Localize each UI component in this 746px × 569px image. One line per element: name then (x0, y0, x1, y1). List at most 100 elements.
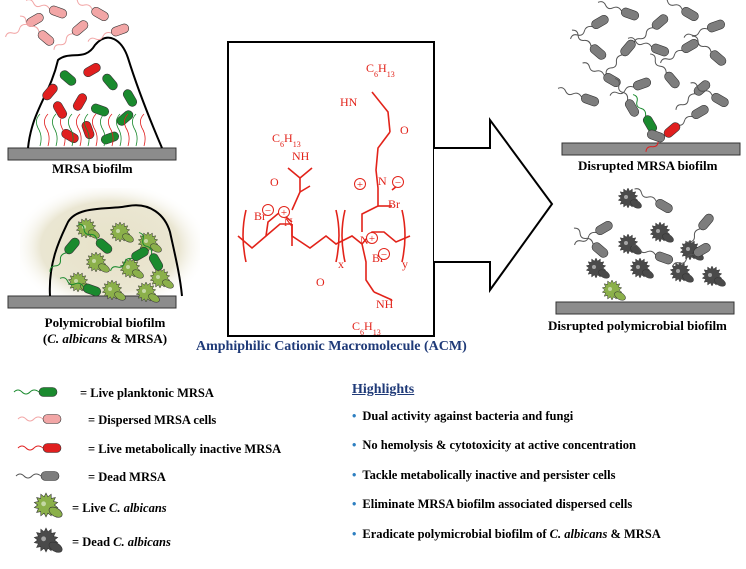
live-mrsa-legend-icon (13, 387, 58, 397)
biofilm-matrix-fiber (60, 113, 66, 147)
dead-mrsa-cell (557, 87, 600, 107)
dead-mrsa-cell (571, 29, 607, 60)
polymicrobial-biofilm-label: Polymicrobial biofilm (C. albicans & MRS… (30, 315, 180, 347)
inactive-mrsa-legend-icon (17, 443, 62, 453)
oxygen-label: O (316, 275, 325, 289)
oxygen-label: O (400, 123, 409, 137)
dead-mrsa-cell (691, 35, 727, 66)
mrsa-biofilm-label: MRSA biofilm (52, 161, 133, 176)
svg-text:+: + (281, 207, 287, 219)
dead-mrsa-cell (627, 37, 670, 57)
legend-dispersed: = Dispersed MRSA cells (88, 413, 217, 427)
biofilm-matrix-fiber (68, 113, 74, 147)
live-mrsa-cell (77, 223, 113, 254)
legend-live-candida: = Live C. albicans (72, 501, 167, 515)
highlight-2: •No hemolysis & cytotoxicity at active c… (352, 438, 636, 452)
poly-label-rest: & MRSA) (107, 331, 168, 346)
dead-mrsa-legend-icon (15, 471, 60, 481)
poly-label-italic: C. albicans (47, 331, 108, 346)
hn-label: HN (340, 95, 358, 109)
svg-text:+: + (357, 179, 363, 191)
live-candida-cell (135, 281, 160, 303)
dead-candida-cell (585, 257, 610, 279)
live-candida-cell (149, 267, 174, 289)
negative-charge-icon: − (392, 176, 404, 189)
dead-mrsa-cell (573, 227, 609, 258)
biofilm-matrix-fiber (116, 113, 122, 147)
dispersed-mrsa-cell (53, 20, 89, 50)
dead-candida-cell (617, 233, 642, 255)
legend-dead: = Dead MRSA (88, 470, 166, 484)
biofilm-matrix-fiber (140, 113, 146, 147)
structure-frame (227, 41, 435, 337)
c6h13-label-top: C6H13 (366, 61, 395, 79)
biofilm-matrix-fiber (44, 113, 50, 147)
dead-mrsa-cell (574, 220, 613, 246)
live-mrsa-cell (90, 103, 110, 117)
dead-candida-cell (649, 221, 674, 243)
dead-mrsa-cell (609, 77, 652, 96)
dispersed-mrsa-cell (87, 23, 130, 42)
dead-mrsa-cell (683, 19, 726, 38)
svg-text:+: + (369, 233, 375, 245)
biofilm-matrix-fiber (76, 113, 82, 147)
dead-mrsa-cell (690, 82, 729, 108)
biofilm-matrix-fiber (52, 113, 58, 147)
legend-inactive: = Live metabolically inactive MRSA (88, 442, 282, 456)
dead-mrsa-cell (672, 242, 711, 268)
positive-charge-icon: + (278, 206, 290, 219)
dead-candida-legend-icon (33, 527, 63, 553)
acm-title: Amphiphilic Cationic Macromolecule (ACM) (196, 339, 467, 354)
dead-candida-cell (669, 261, 694, 283)
dead-mrsa-cell (582, 62, 621, 88)
dead-mrsa-cell (570, 14, 609, 40)
transition-arrow (434, 116, 554, 294)
live-candida-cell (101, 279, 126, 301)
biofilm-matrix-fiber (84, 113, 90, 147)
nitrogen-label: N (284, 215, 293, 229)
oxygen-label: O (270, 175, 279, 189)
live-mrsa-cell (59, 70, 77, 86)
biofilm-matrix-fiber (100, 113, 106, 147)
surface-plate (555, 301, 735, 315)
dispersed-mrsa-cell (19, 15, 55, 46)
mrsa-biofilm-illustration (5, 0, 177, 161)
subscript-y-label: y (402, 257, 408, 271)
dispersed-mrsa-legend-icon (17, 414, 62, 424)
nh-label: NH (292, 149, 310, 163)
dispersed-mrsa-cell (70, 0, 109, 22)
dead-mrsa-cell (597, 1, 640, 21)
live-candida-cell (119, 257, 144, 279)
legend-live-mrsa: = Live planktonic MRSA (80, 386, 214, 400)
c6h13-label-left: C6H13 (272, 131, 301, 149)
live-candida-cell (85, 251, 110, 273)
bromide-label: Br (388, 197, 400, 211)
surface-plate (561, 142, 741, 156)
inactive-mrsa-cell (81, 120, 95, 140)
surface-plate (7, 147, 177, 161)
negative-charge-icon: − (262, 204, 274, 217)
poly-label-open: ( (42, 331, 48, 346)
live-mrsa-cell (100, 131, 120, 145)
surface-plate (7, 295, 177, 309)
live-mrsa-cell (59, 277, 102, 297)
live-mrsa-cell (102, 73, 118, 91)
dead-mrsa-cell (631, 245, 674, 265)
live-candida-cell (601, 279, 626, 301)
live-candida-legend-icon (33, 492, 63, 518)
biofilm-matrix-fiber (36, 113, 42, 147)
dead-candida-cell (617, 187, 642, 209)
dead-mrsa-cell (660, 0, 699, 22)
live-mrsa-cell (110, 246, 149, 272)
live-candida-cell (75, 217, 100, 239)
positive-charge-icon: + (354, 178, 366, 191)
inactive-mrsa-cell (83, 62, 101, 78)
dead-mrsa-cell (683, 213, 714, 249)
disrupted-mrsa-illustration (557, 0, 741, 156)
dead-mrsa-cell (650, 53, 680, 89)
dead-mrsa-cell (675, 80, 711, 110)
svg-text:−: − (381, 249, 387, 261)
biofilm-matrix-fiber (92, 113, 98, 147)
negative-charge-icon: − (378, 248, 390, 261)
